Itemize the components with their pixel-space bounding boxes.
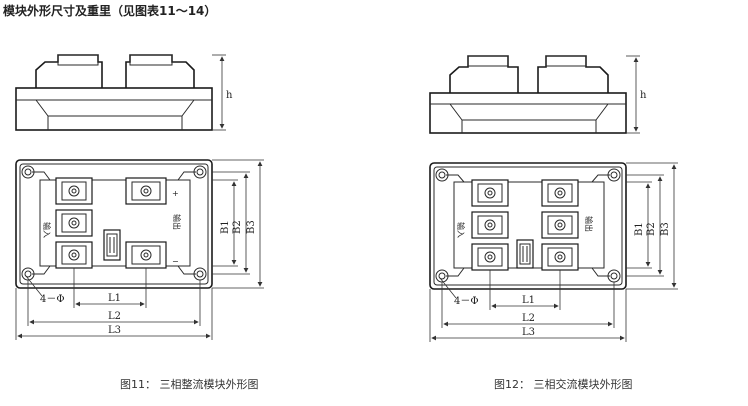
caption-figure-11: 图11： 三相整流模块外形图	[120, 378, 259, 391]
dim-b1-label-11: B1	[220, 220, 231, 234]
dim-l3-label-11: L3	[108, 325, 121, 336]
minus-label-11: −	[172, 257, 179, 266]
holes-label-11: 4－Φ	[40, 294, 65, 305]
plus-label-11: +	[172, 189, 179, 198]
side-view-11: h	[15, 54, 233, 131]
page-heading: 模块外形尺寸及重里（见图表11～14）	[3, 4, 217, 18]
dim-l1-label-11: L1	[108, 293, 121, 304]
input-label-11: 输入	[42, 222, 52, 238]
dim-l3-label-12: L3	[522, 327, 535, 338]
caption-figure-12: 图12： 三相交流模块外形图	[494, 378, 633, 391]
dim-b2-label-12: B2	[646, 222, 657, 236]
dim-b2-label-11: B2	[232, 220, 243, 234]
output-label-11: 输出	[172, 214, 182, 230]
dim-l2-label-11: L2	[108, 311, 121, 322]
figure-11: h	[15, 54, 264, 340]
side-view-12: h	[429, 55, 647, 134]
top-view-12: 4－Φ 输入 输出 B1 B2 B3 L1	[429, 162, 678, 342]
dim-b1-label-12: B1	[634, 222, 645, 236]
dim-b3-label-12: B3	[660, 222, 671, 236]
output-label-12: 输出	[584, 216, 594, 232]
dim-b3-label-11: B3	[246, 220, 257, 234]
dim-l1-label-12: L1	[522, 295, 535, 306]
input-label-12: 输入	[456, 222, 466, 238]
figure-12: h	[429, 55, 678, 342]
holes-label-12: 4－Φ	[454, 296, 479, 307]
dim-h-label: h	[226, 90, 233, 101]
top-view-11: 4－Φ 输入 输出 + − B1 B2 B3	[15, 159, 264, 340]
dim-l2-label-12: L2	[522, 313, 535, 324]
dim-h-label-12: h	[640, 90, 647, 101]
